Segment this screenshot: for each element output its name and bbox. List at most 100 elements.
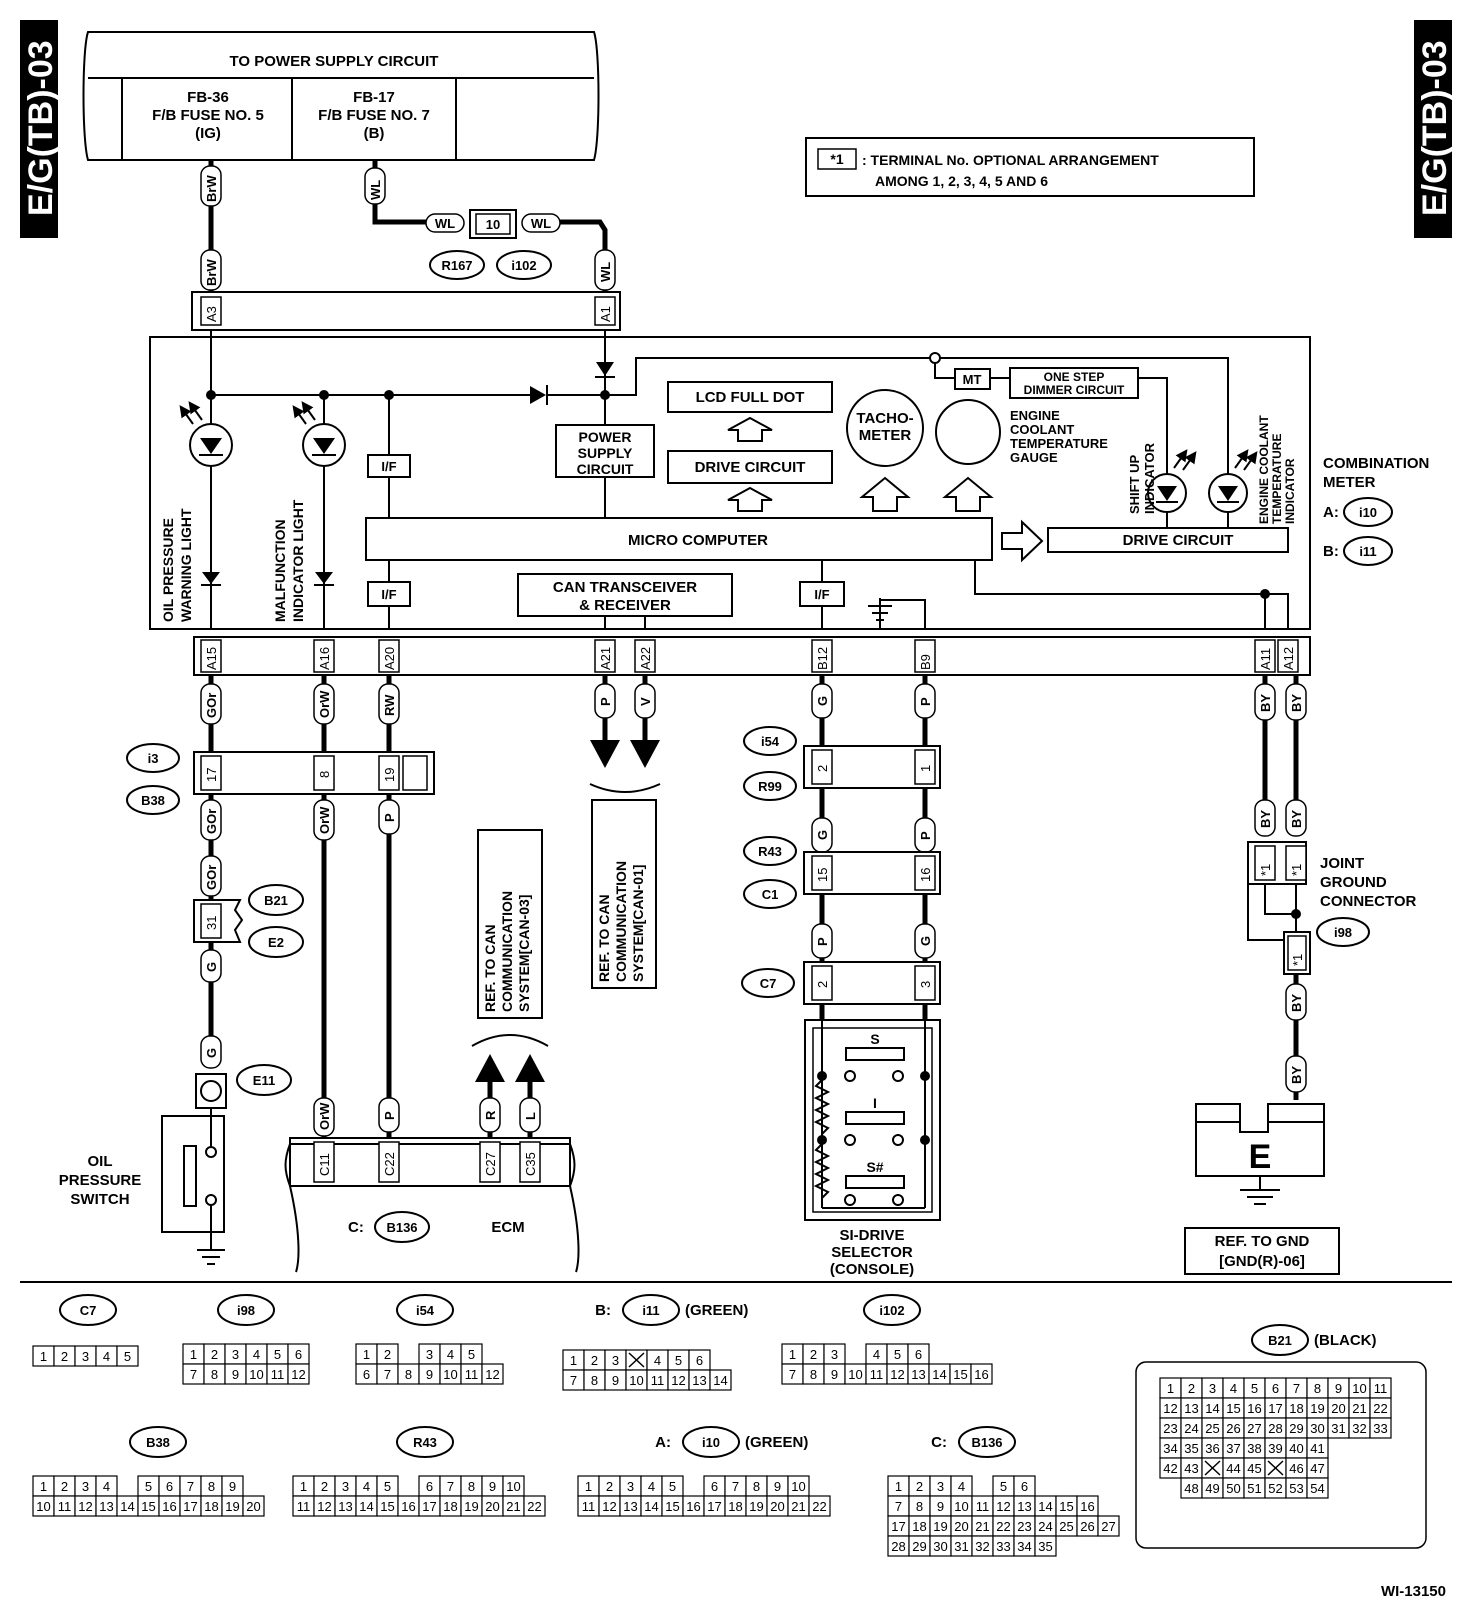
ect-led-icon	[1208, 449, 1258, 513]
svg-text:BY: BY	[1258, 810, 1273, 828]
legend-pin: 24	[1184, 1421, 1198, 1436]
legend-pin: 1	[895, 1479, 902, 1494]
note-line2: AMONG 1, 2, 3, 4, 5 AND 6	[875, 173, 1048, 189]
legend-pin: 9	[489, 1479, 496, 1494]
legend-pin: 14	[1038, 1499, 1052, 1514]
legend-pin: 13	[911, 1367, 925, 1382]
legend-pin: 21	[1352, 1401, 1366, 1416]
svg-text:WL: WL	[435, 216, 455, 231]
svg-text:ENGINE: ENGINE	[1010, 408, 1060, 423]
legend-pin: 27	[1101, 1519, 1115, 1534]
legend-pin: 4	[654, 1353, 661, 1368]
note-line1: : TERMINAL No. OPTIONAL ARRANGEMENT	[862, 152, 1159, 168]
svg-text:B136: B136	[386, 1220, 417, 1235]
wire-label-brw-top: BrW	[200, 165, 222, 207]
legend-pin: 2	[321, 1479, 328, 1494]
legend-pin: 12	[1163, 1401, 1177, 1416]
legend-pin: 3	[82, 1349, 89, 1364]
connector-e11-label: E11	[236, 1064, 292, 1096]
dimmer-circuit-box: ONE STEP DIMMER CIRCUIT	[1009, 367, 1139, 399]
legend-pin: 15	[141, 1499, 155, 1514]
legend-pin: 20	[1331, 1401, 1345, 1416]
connector-i3-b38: 17 8 19	[193, 751, 435, 795]
svg-text:C7: C7	[760, 976, 777, 991]
oil-pressure-warning-light-label: OIL PRESSURE WARNING LIGHT	[160, 508, 194, 622]
svg-text:INDICATOR: INDICATOR	[1283, 458, 1297, 524]
legend-pin: 3	[82, 1479, 89, 1494]
legend-pin: 1	[1167, 1381, 1174, 1396]
svg-text:A12: A12	[1281, 647, 1296, 670]
legend-pin: 11	[870, 1367, 884, 1382]
svg-text:A22: A22	[638, 647, 653, 670]
legend-pin: 14	[120, 1499, 134, 1514]
legend-i11-name: i11	[642, 1303, 659, 1318]
legend-pin: 23	[1017, 1519, 1031, 1534]
legend-pin: 12	[291, 1367, 305, 1382]
legend-pin: 15	[665, 1499, 679, 1514]
legend-pin: 5	[1251, 1381, 1258, 1396]
legend-b136-name: B136	[971, 1435, 1002, 1450]
ref-can-03: REF. TO CAN COMMUNICATION SYSTEM[CAN-03]	[477, 829, 543, 1019]
legend-pin: 6	[295, 1347, 302, 1362]
legend-i98-name: i98	[237, 1303, 255, 1318]
svg-text:DRIVE CIRCUIT: DRIVE CIRCUIT	[1123, 532, 1234, 549]
legend-i11-note: (GREEN)	[685, 1302, 748, 1319]
legend-pin: 20	[246, 1499, 260, 1514]
interface-box-3: I/F	[799, 581, 845, 607]
wire-label-wl-top: WL	[364, 167, 386, 205]
legend-pin: 19	[749, 1499, 763, 1514]
legend-pin: 8	[211, 1367, 218, 1382]
legend-pin: 2	[211, 1347, 218, 1362]
legend-pin: 5	[669, 1479, 676, 1494]
svg-text:TEMPERATURE: TEMPERATURE	[1010, 436, 1108, 451]
legend-pin: 25	[1059, 1519, 1073, 1534]
legend-pin: 19	[225, 1499, 239, 1514]
svg-text:G: G	[204, 962, 219, 972]
legend-pin: 16	[1247, 1401, 1261, 1416]
legend-pin: 12	[485, 1367, 499, 1382]
legend-pin: 9	[937, 1499, 944, 1514]
svg-text:G: G	[815, 830, 830, 840]
legend-pin: 11	[1374, 1381, 1388, 1396]
legend-pin: 3	[426, 1347, 433, 1362]
svg-text:i10: i10	[1359, 505, 1377, 520]
svg-text:SHIFT UP: SHIFT UP	[1127, 454, 1142, 514]
legend-pin: 32	[975, 1539, 989, 1554]
legend-c7-name: C7	[80, 1303, 97, 1318]
legend-pin: 18	[443, 1499, 457, 1514]
legend-pin: 2	[810, 1347, 817, 1362]
legend-pin: 16	[401, 1499, 415, 1514]
fuse5-type: (IG)	[195, 125, 221, 142]
svg-text:WL: WL	[531, 216, 551, 231]
legend-pin: 18	[912, 1519, 926, 1534]
legend-pin: 4	[253, 1347, 260, 1362]
svg-text:V: V	[638, 697, 653, 706]
svg-text:i3: i3	[148, 751, 159, 766]
svg-text:OIL: OIL	[88, 1153, 113, 1170]
legend-pin: 9	[612, 1373, 619, 1388]
legend-pin: 2	[61, 1479, 68, 1494]
legend-pin: 22	[812, 1499, 826, 1514]
legend-pin: 17	[891, 1519, 905, 1534]
legend-pin: 7	[190, 1367, 197, 1382]
legend-pin: 8	[468, 1479, 475, 1494]
junction-open	[929, 352, 941, 364]
svg-text:BrW: BrW	[204, 175, 219, 202]
svg-text:i54: i54	[761, 734, 780, 749]
svg-text:B21: B21	[264, 893, 288, 908]
legend-pin: 38	[1247, 1441, 1261, 1456]
legend-pin: 4	[958, 1479, 965, 1494]
legend-b21-name: B21	[1268, 1333, 1292, 1348]
svg-text:MICRO COMPUTER: MICRO COMPUTER	[628, 532, 768, 549]
joint-ground-label: JOINT GROUND CONNECTOR i98	[1316, 855, 1417, 947]
legend-pin: 27	[1247, 1421, 1261, 1436]
legend-pin: 14	[1205, 1401, 1219, 1416]
legend-pin: 19	[464, 1499, 478, 1514]
svg-text:MALFUNCTION: MALFUNCTION	[272, 519, 288, 622]
legend-pin: 3	[831, 1347, 838, 1362]
svg-text:19: 19	[382, 768, 397, 782]
svg-text:COMMUNICATION: COMMUNICATION	[499, 891, 515, 1012]
legend-pin: 34	[1163, 1441, 1177, 1456]
svg-text:1: 1	[918, 765, 933, 772]
